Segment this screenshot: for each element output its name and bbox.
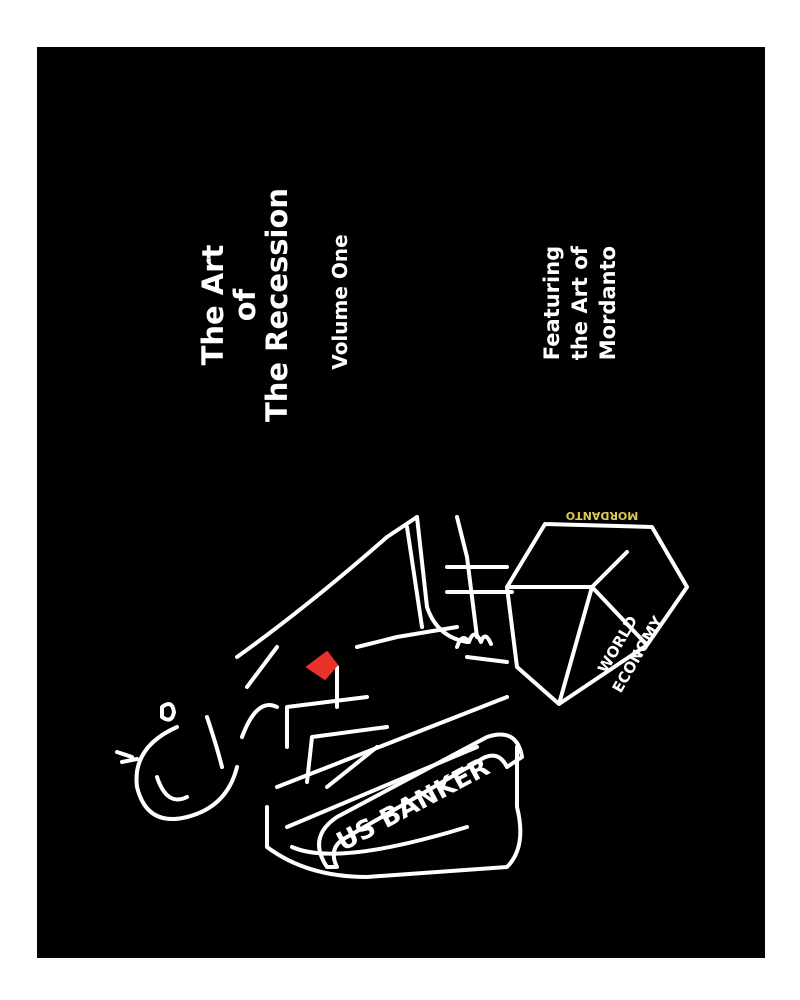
jacket-sketch bbox=[235, 515, 523, 879]
world-economy-box bbox=[505, 522, 689, 706]
red-pin bbox=[306, 651, 338, 680]
banker-illustration: US BANKER WORLD ECONOMY MORDANTO bbox=[115, 509, 689, 879]
lapels-sketch bbox=[285, 625, 459, 789]
arm-sketch bbox=[405, 515, 514, 644]
artist-signature: MORDANTO bbox=[566, 509, 638, 522]
hand-sketch bbox=[455, 632, 509, 664]
book-cover: The Art of The Recession Volume One Feat… bbox=[37, 47, 765, 958]
banker-sash bbox=[317, 732, 524, 869]
head-sketch bbox=[115, 701, 239, 821]
